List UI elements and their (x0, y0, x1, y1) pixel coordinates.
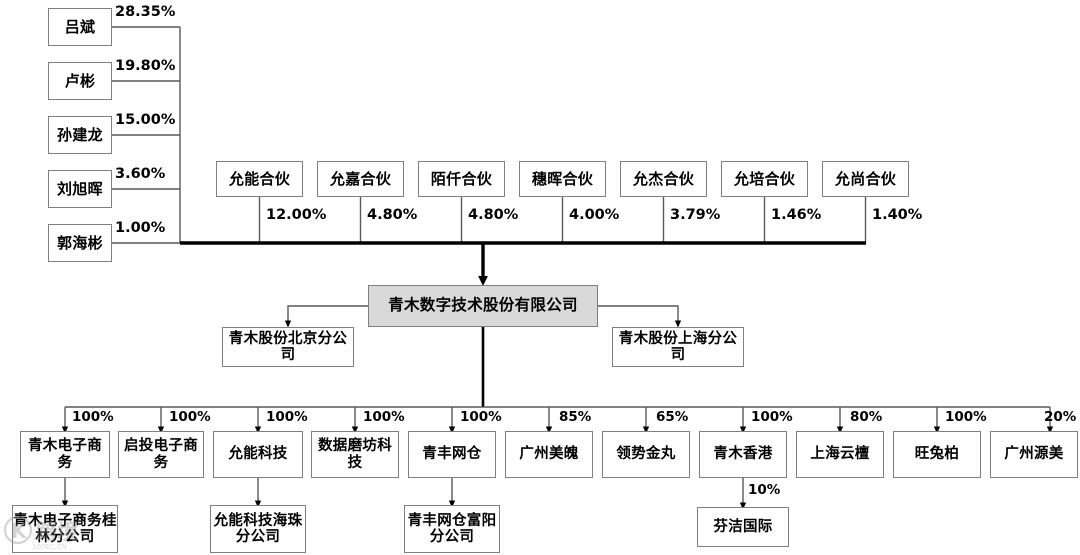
subsidiary-name: 广州源美 (1004, 446, 1064, 463)
sub-branch-name: 允能科技海珠分公司 (213, 512, 303, 545)
sub-branch-percent-fenjie: 10% (748, 482, 781, 498)
sub-branch-name: 青丰网仓富阳分公司 (407, 512, 497, 545)
sub-branch-box-haizhu[interactable]: 允能科技海珠分公司 (210, 505, 306, 553)
shareholder-percent-3: 3.60% (115, 166, 166, 182)
shareholder-name: 吕斌 (64, 17, 96, 36)
shareholder-name: 刘旭晖 (57, 179, 103, 198)
subsidiary-name: 数据磨坊科技 (318, 438, 392, 471)
subsidiary-percent-5: 85% (559, 409, 592, 425)
subsidiary-name: 领势金丸 (616, 446, 676, 463)
subsidiary-percent-4: 100% (460, 409, 502, 425)
subsidiary-name: 旺兔柏 (914, 446, 960, 463)
partnership-name: 允能合伙 (228, 169, 291, 188)
partnership-percent-2: 4.80% (468, 207, 519, 223)
partnership-box-5[interactable]: 允培合伙 (721, 161, 808, 197)
partnership-percent-1: 4.80% (367, 207, 418, 223)
sub-branch-box-guilin[interactable]: 青木电子商务桂林分公司 (12, 505, 118, 553)
shareholder-name: 卢彬 (64, 71, 96, 90)
partnership-percent-4: 3.79% (670, 207, 721, 223)
shareholder-box-1[interactable]: 卢彬 (48, 62, 112, 100)
subsidiary-name: 广州美魄 (519, 446, 579, 463)
subsidiary-box-7[interactable]: 青木香港 (699, 431, 787, 478)
subsidiary-name: 上海云檀 (810, 446, 870, 463)
subsidiary-percent-3: 100% (363, 409, 405, 425)
subsidiary-percent-6: 65% (656, 409, 689, 425)
shareholder-box-2[interactable]: 孙建龙 (48, 116, 112, 154)
shareholder-name: 郭海彬 (57, 233, 103, 252)
partnership-name: 允嘉合伙 (329, 169, 392, 188)
sub-branch-box-fenjie[interactable]: 芬洁国际 (697, 507, 789, 547)
partnership-box-0[interactable]: 允能合伙 (216, 161, 303, 197)
subsidiary-name: 允能科技 (228, 446, 288, 463)
subsidiary-box-6[interactable]: 领势金丸 (602, 431, 690, 478)
partnership-box-6[interactable]: 允尚合伙 (822, 161, 909, 197)
shareholder-name: 孙建龙 (57, 125, 103, 144)
sub-branch-name: 青木电子商务桂林分公司 (13, 512, 117, 545)
partnership-name: 陌仟合伙 (430, 169, 493, 188)
branch-name: 青木股份北京分公司 (228, 330, 348, 363)
subsidiary-name: 青丰网仓 (422, 446, 482, 463)
subsidiary-percent-8: 80% (850, 409, 883, 425)
subsidiary-percent-1: 100% (169, 409, 211, 425)
partnership-box-1[interactable]: 允嘉合伙 (317, 161, 404, 197)
partnership-name: 允杰合伙 (632, 169, 695, 188)
shareholder-box-0[interactable]: 吕斌 (48, 8, 112, 46)
subsidiary-name: 青木电子商务 (28, 438, 102, 471)
partnership-box-2[interactable]: 陌仟合伙 (418, 161, 505, 197)
partnership-box-3[interactable]: 穗晖合伙 (519, 161, 606, 197)
subsidiary-percent-2: 100% (266, 409, 308, 425)
sub-branch-box-fuyang[interactable]: 青丰网仓富阳分公司 (404, 505, 500, 553)
subsidiary-box-4[interactable]: 青丰网仓 (408, 431, 496, 478)
shareholder-percent-2: 15.00% (115, 112, 176, 128)
shareholder-percent-1: 19.80% (115, 58, 176, 74)
subsidiary-box-8[interactable]: 上海云檀 (796, 431, 884, 478)
partnership-name: 允尚合伙 (834, 169, 897, 188)
partnership-percent-5: 1.46% (771, 207, 822, 223)
subsidiary-box-2[interactable]: 允能科技 (213, 431, 303, 478)
shareholder-box-3[interactable]: 刘旭晖 (48, 170, 112, 208)
partnership-percent-0: 12.00% (266, 207, 327, 223)
shareholder-box-4[interactable]: 郭海彬 (48, 224, 112, 262)
branch-box-beijing[interactable]: 青木股份北京分公司 (222, 327, 354, 367)
subsidiary-box-0[interactable]: 青木电子商务 (20, 431, 110, 478)
shareholder-percent-4: 1.00% (115, 220, 166, 236)
subsidiary-percent-9: 100% (945, 409, 987, 425)
subsidiary-name: 青木香港 (713, 446, 773, 463)
partnership-box-4[interactable]: 允杰合伙 (620, 161, 707, 197)
main-company-box[interactable]: 青木数字技术股份有限公司 (368, 285, 598, 327)
partnership-percent-6: 1.40% (872, 207, 923, 223)
sub-branch-name: 芬洁国际 (713, 518, 773, 535)
subsidiary-name: 启投电子商务 (124, 438, 198, 471)
subsidiary-box-1[interactable]: 启投电子商务 (118, 431, 204, 478)
subsidiary-box-5[interactable]: 广州美魄 (505, 431, 593, 478)
branch-name: 青木股份上海分公司 (618, 330, 738, 363)
subsidiary-box-10[interactable]: 广州源美 (990, 431, 1078, 478)
partnership-name: 允培合伙 (733, 169, 796, 188)
partnership-name: 穗晖合伙 (531, 169, 594, 188)
main-company-name: 青木数字技术股份有限公司 (388, 296, 578, 315)
shareholder-percent-0: 28.35% (115, 4, 176, 20)
branch-box-shanghai[interactable]: 青木股份上海分公司 (612, 327, 744, 367)
partnership-percent-3: 4.00% (569, 207, 620, 223)
subsidiary-box-9[interactable]: 旺兔柏 (893, 431, 981, 478)
subsidiary-percent-7: 100% (751, 409, 793, 425)
subsidiary-percent-0: 100% (72, 409, 114, 425)
subsidiary-percent-10: 20% (1044, 409, 1077, 425)
subsidiary-box-3[interactable]: 数据磨坊科技 (311, 431, 399, 478)
